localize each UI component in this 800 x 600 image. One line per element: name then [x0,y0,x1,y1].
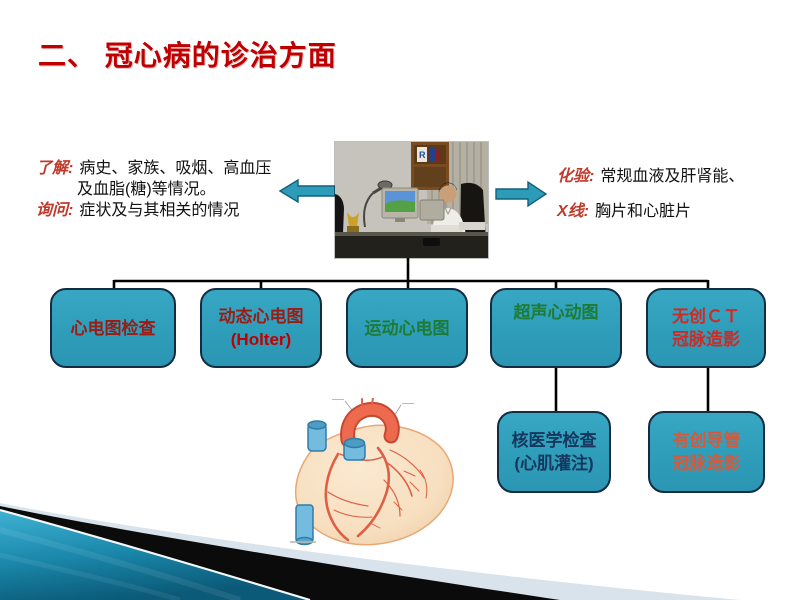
diagram-box-exercise-ecg: 运动心电图 [346,288,468,368]
slide-footer-decoration [0,503,740,600]
box-label: 运动心电图 [364,318,450,338]
heart-caption-microtext [290,541,316,543]
box-label: 核医学检查 [511,431,597,450]
photo-desk [335,222,488,258]
svg-text:R: R [419,150,426,160]
note-label-inquire: 询问: [36,202,74,219]
box-label: 动态心电图 [218,307,304,326]
note-text: 病史、家族、吸烟、高血压 [79,160,272,177]
note-label-xray: X线: [557,203,590,220]
note-label-understand: 了解: [36,160,74,177]
diagram-box-ct-angiography: 无创ＣＴ 冠脉造影 [646,288,766,368]
box-label-line2: 冠脉造影 [672,454,741,473]
heart-illustration [294,398,454,546]
photo-monitor [381,187,419,222]
right-arrow-icon [495,180,548,208]
note-text-continued: 及血脂(糖)等情况。 [77,181,216,198]
left-arrow-icon [279,178,336,204]
note-line: X线: 胸片和心脏片 [557,201,744,222]
diagram-box-ecg: 心电图检查 [50,288,176,368]
note-text: 胸片和心脏片 [595,203,692,220]
photo-left-chair [335,194,344,234]
note-label-lab-test: 化验: [557,168,595,185]
box-label: 无创ＣＴ [672,307,740,326]
box-label: 超声心动图 [513,303,599,322]
diagram-box-echocardiogram: 超声心动图 [490,288,622,368]
box-label-line2: 冠脉造影 [672,330,740,349]
lab-xray-note: 化验: 常规血液及肝肾能、 X线: 胸片和心脏片 [557,166,744,236]
box-label: 心电图检查 [70,318,156,338]
photo-bookshelf: R [411,142,449,190]
note-text: 常规血液及肝肾能、 [600,168,745,185]
photo-printer [419,199,445,221]
history-inquiry-note: 了解: 病史、家族、吸烟、高血压 及血脂(糖)等情况。 询问: 症状及与其相关的情况 [36,158,271,221]
diagram-box-nuclear-imaging: 核医学检查 (心肌灌注) [497,411,611,493]
doctor-photo: R [334,141,489,259]
box-label-line2: (Holter) [230,330,292,349]
note-text: 症状及与其相关的情况 [79,202,240,219]
box-label: 有创导管 [672,431,741,450]
note-line: 了解: 病史、家族、吸烟、高血压 [36,158,271,179]
slide-title: 二、 冠心病的诊治方面 [38,40,337,71]
note-line: 询问: 症状及与其相关的情况 [36,200,271,221]
photo-trophy [347,212,359,232]
diagram-box-holter: 动态心电图 (Holter) [200,288,322,368]
aorta [340,398,400,448]
diagram-box-catheter-angiography: 有创导管 冠脉造影 [648,411,765,493]
box-label-line2: (心肌灌注) [514,454,594,473]
note-line: 化验: 常规血液及肝肾能、 [557,166,744,187]
